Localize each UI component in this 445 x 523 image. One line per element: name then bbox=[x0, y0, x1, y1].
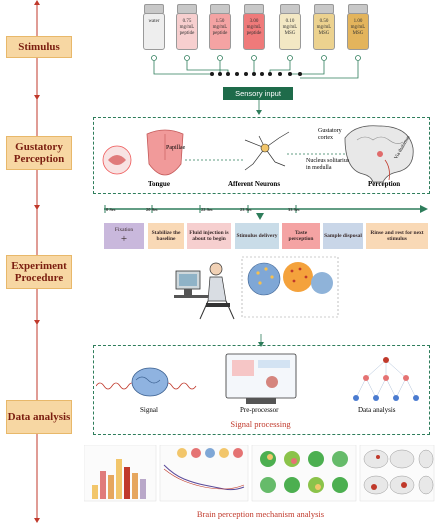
gustatory-panel bbox=[93, 117, 430, 194]
label-gustatory-cortex: Gustatory cortex bbox=[318, 128, 342, 141]
bottle-msg-050: 0.50 mg/mL MSG bbox=[313, 4, 335, 50]
tick-20: 20 Sec bbox=[146, 207, 159, 212]
tick-22: 22 Sec bbox=[201, 207, 214, 212]
brain-mechanism-title: Brain perception mechanism analysis bbox=[196, 509, 325, 519]
label-signal: Signal bbox=[140, 406, 158, 414]
step-rinse-rest: Rinse and rest for next stimulus bbox=[366, 223, 428, 249]
bottle-peptide-150: 1.50 mg/mL peptide bbox=[209, 4, 231, 50]
stage-data-analysis: Data analysis bbox=[6, 400, 72, 434]
bottle-msg-010: 0.10 mg/mL MSG bbox=[279, 4, 301, 50]
sensory-input-box: Sensory input bbox=[223, 87, 293, 100]
step-sample-disposal: Sample disposal bbox=[323, 223, 363, 249]
bottle-peptide-075: 0.75 mg/mL peptide bbox=[176, 4, 198, 50]
experiment-illustration bbox=[174, 256, 339, 320]
signal-processing-illustration bbox=[96, 353, 419, 404]
procedure-arrow bbox=[258, 334, 264, 347]
tick-0: 0 Sec bbox=[106, 207, 116, 212]
step-stabilize: Stabilize the baseline bbox=[148, 223, 184, 249]
bottle-peptide-300: 3.00 mg/mL peptide bbox=[243, 4, 265, 50]
label-preprocessor: Pre-processor bbox=[240, 406, 279, 414]
signal-processing-panel bbox=[93, 345, 430, 435]
bottle-msg-100: 1.00 mg/mL MSG bbox=[347, 4, 369, 50]
label-data-analysis: Data analysis bbox=[358, 406, 396, 414]
timeline-axis bbox=[104, 205, 428, 220]
gustatory-illustration bbox=[102, 125, 414, 183]
label-papillae: Papillae bbox=[166, 145, 186, 151]
stage-gustatory-perception: Gustatory Perception bbox=[6, 136, 72, 170]
step-taste-perception: Taste perception bbox=[282, 223, 320, 249]
label-perception: Perception bbox=[368, 180, 401, 188]
bottle-water: water bbox=[143, 4, 165, 50]
step-fluid-injection: Fluid injection is about to begin bbox=[187, 223, 231, 249]
fixation-cross: + bbox=[120, 233, 128, 246]
sensory-arrow bbox=[256, 100, 262, 115]
results-strip bbox=[84, 445, 435, 502]
stage-stimulus: Stimulus bbox=[6, 36, 72, 58]
tick-33: 33 Sec bbox=[288, 207, 301, 212]
bottle-connectors bbox=[151, 55, 361, 79]
tick-23: 23 Sec bbox=[240, 207, 253, 212]
signal-processing-title: Signal processing bbox=[230, 419, 291, 429]
stage-experiment-procedure: Experiment Procedure bbox=[6, 255, 72, 289]
step-fixation: Fixation + bbox=[104, 223, 144, 249]
step-stimulus-delivery: Stimulus delivery bbox=[235, 223, 279, 249]
label-nucleus-solitarius: Nucleus solitarius in medulla bbox=[306, 158, 350, 171]
label-tongue: Tongue bbox=[148, 180, 170, 188]
label-afferent-neurons: Afferent Neurons bbox=[228, 180, 281, 188]
